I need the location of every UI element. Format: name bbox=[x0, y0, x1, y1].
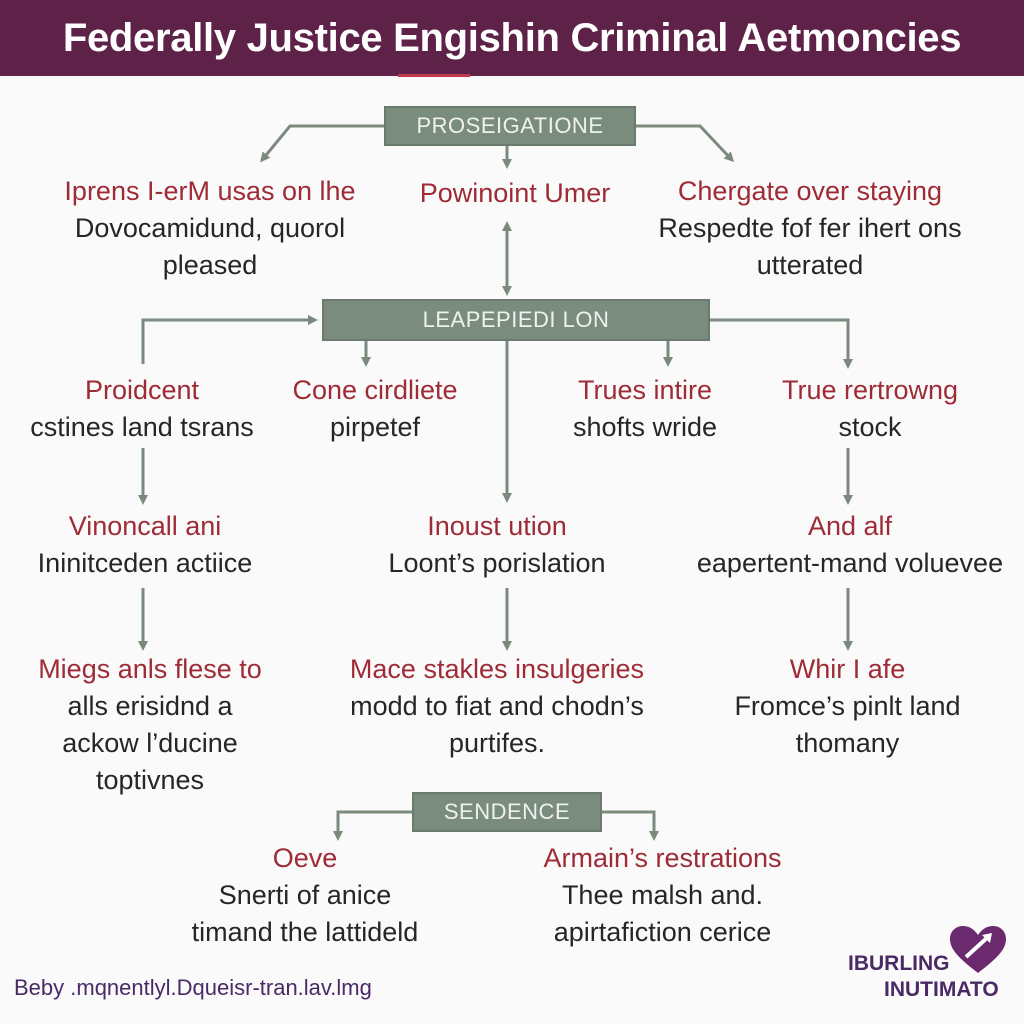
node-row4-left: Miegs anls flese to alls erisidnd a acko… bbox=[10, 651, 290, 799]
node-top-center: Powinoint Umer bbox=[380, 175, 650, 212]
node-mid-2: Cone cirdliete pirpetef bbox=[255, 372, 495, 446]
node-text: thomany bbox=[795, 728, 900, 758]
node-heading: Armain’s restrations bbox=[543, 843, 782, 873]
arrow-bottom-to-right bbox=[602, 810, 659, 841]
node-bottom-right: Armain’s restrations Thee malsh and. api… bbox=[505, 840, 820, 951]
node-heading: And alf bbox=[807, 511, 893, 541]
logo-line-2: INUTIMATO bbox=[884, 978, 999, 1001]
node-heading: Iprens I-erM usas on lhe bbox=[64, 176, 356, 206]
node-row3-center: Inoust ution Loont’s porislation bbox=[357, 508, 637, 582]
stage-label-top: PROSEIGATIONE bbox=[416, 113, 604, 138]
stage-box-middle: LEAPEPIEDI LON bbox=[322, 299, 710, 341]
node-text: timand the lattideld bbox=[191, 917, 419, 947]
node-heading: Powinoint Umer bbox=[419, 178, 611, 208]
node-heading: Oeve bbox=[272, 843, 338, 873]
node-text: Ininitceden actiice bbox=[37, 548, 253, 578]
node-heading: Proidcent bbox=[84, 375, 200, 405]
node-text: purtifes. bbox=[448, 728, 546, 758]
node-heading: Cone cirdliete bbox=[292, 375, 458, 405]
node-text: Fromce’s pinlt land bbox=[734, 691, 961, 721]
logo-line-1: IBURLING bbox=[848, 952, 950, 975]
brand-logo: IBURLING INUTIMATO bbox=[846, 925, 1016, 1005]
node-text: stock bbox=[838, 412, 902, 442]
node-row4-center: Mace staklеs insulgeries modd to fiat an… bbox=[322, 651, 672, 762]
node-mid-4: True rertrowng stock bbox=[745, 372, 995, 446]
node-heading: Whir I afe bbox=[789, 654, 906, 684]
node-text: modd to fiat and chodn’s bbox=[350, 691, 644, 721]
arrow-top-to-right bbox=[636, 124, 735, 163]
arrow-top-to-left bbox=[260, 124, 384, 163]
node-heading: Miegs anls flese to bbox=[38, 654, 262, 684]
heart-arrow-icon bbox=[950, 926, 1006, 973]
node-row3-right: And alf eapertent-mand voluevee bbox=[680, 508, 1020, 582]
node-top-left: Iprens I-erM usas on lhe Dovocamidund, q… bbox=[10, 173, 410, 284]
diagram-panel bbox=[0, 78, 1024, 1024]
stage-label-bottom: SENDENCE bbox=[443, 799, 571, 824]
node-text: utterated bbox=[756, 250, 864, 280]
node-text: Loont’s porislation bbox=[388, 548, 606, 578]
node-text: Dovocamidund, quorol bbox=[74, 213, 346, 243]
title-underline bbox=[398, 74, 470, 77]
stage-label-middle: LEAPEPIEDI LON bbox=[422, 307, 610, 332]
node-text: alls erisidnd a bbox=[67, 691, 233, 721]
stage-box-bottom: SENDENCE bbox=[412, 792, 602, 832]
node-text: Snerti of anice bbox=[218, 880, 392, 910]
node-row4-right: Whir I afe Fromce’s pinlt land thomany bbox=[705, 651, 990, 762]
node-text: pirpetef bbox=[329, 412, 421, 442]
node-text: Respedte fof fer ihert ons bbox=[658, 213, 962, 243]
node-text: eapertent-mand voluevee bbox=[696, 548, 1004, 578]
node-heading: Chergate over staying bbox=[677, 176, 943, 206]
arrow-mid-left-loop bbox=[141, 315, 318, 364]
node-heading: Mace staklеs insulgeries bbox=[349, 654, 645, 684]
node-heading: True rertrowng bbox=[781, 375, 959, 405]
stage-box-top: PROSEIGATIONE bbox=[384, 106, 636, 146]
node-heading: Inoust ution bbox=[427, 511, 567, 541]
page-title: Federally Justice Engishin Criminal Aetm… bbox=[62, 15, 962, 60]
arrow-mid-right-loop bbox=[710, 318, 853, 369]
node-heading: Vinoncall ani bbox=[68, 511, 222, 541]
node-row3-left: Vinoncall ani Ininitceden actiice bbox=[10, 508, 280, 582]
node-top-right: Chergate over staying Respedte fof fer i… bbox=[610, 173, 1010, 284]
node-text: cstines land tsrans bbox=[30, 412, 254, 442]
node-mid-1: Proidcent cstines land tsrans bbox=[2, 372, 282, 446]
title-bar: Federally Justice Engishin Criminal Aetm… bbox=[0, 0, 1024, 76]
node-text: apirtafiction cerice bbox=[553, 917, 772, 947]
node-heading: Trues intire bbox=[577, 375, 713, 405]
footer-url: Beby .mqnentlyl.Dquеisr-tran.lav.lmg bbox=[14, 975, 372, 1000]
node-bottom-left: Oeve Snerti of anice timand the lattidel… bbox=[160, 840, 450, 951]
node-text: shofts wride bbox=[572, 412, 718, 442]
arrow-bottom-to-left bbox=[333, 810, 412, 841]
node-text: Thee malsh and. bbox=[561, 880, 764, 910]
node-mid-3: Trues intire shofts wride bbox=[530, 372, 760, 446]
node-text: ackow l’ducine bbox=[62, 728, 238, 758]
node-text: pleased bbox=[162, 250, 258, 280]
node-text: toptivnes bbox=[95, 765, 205, 795]
